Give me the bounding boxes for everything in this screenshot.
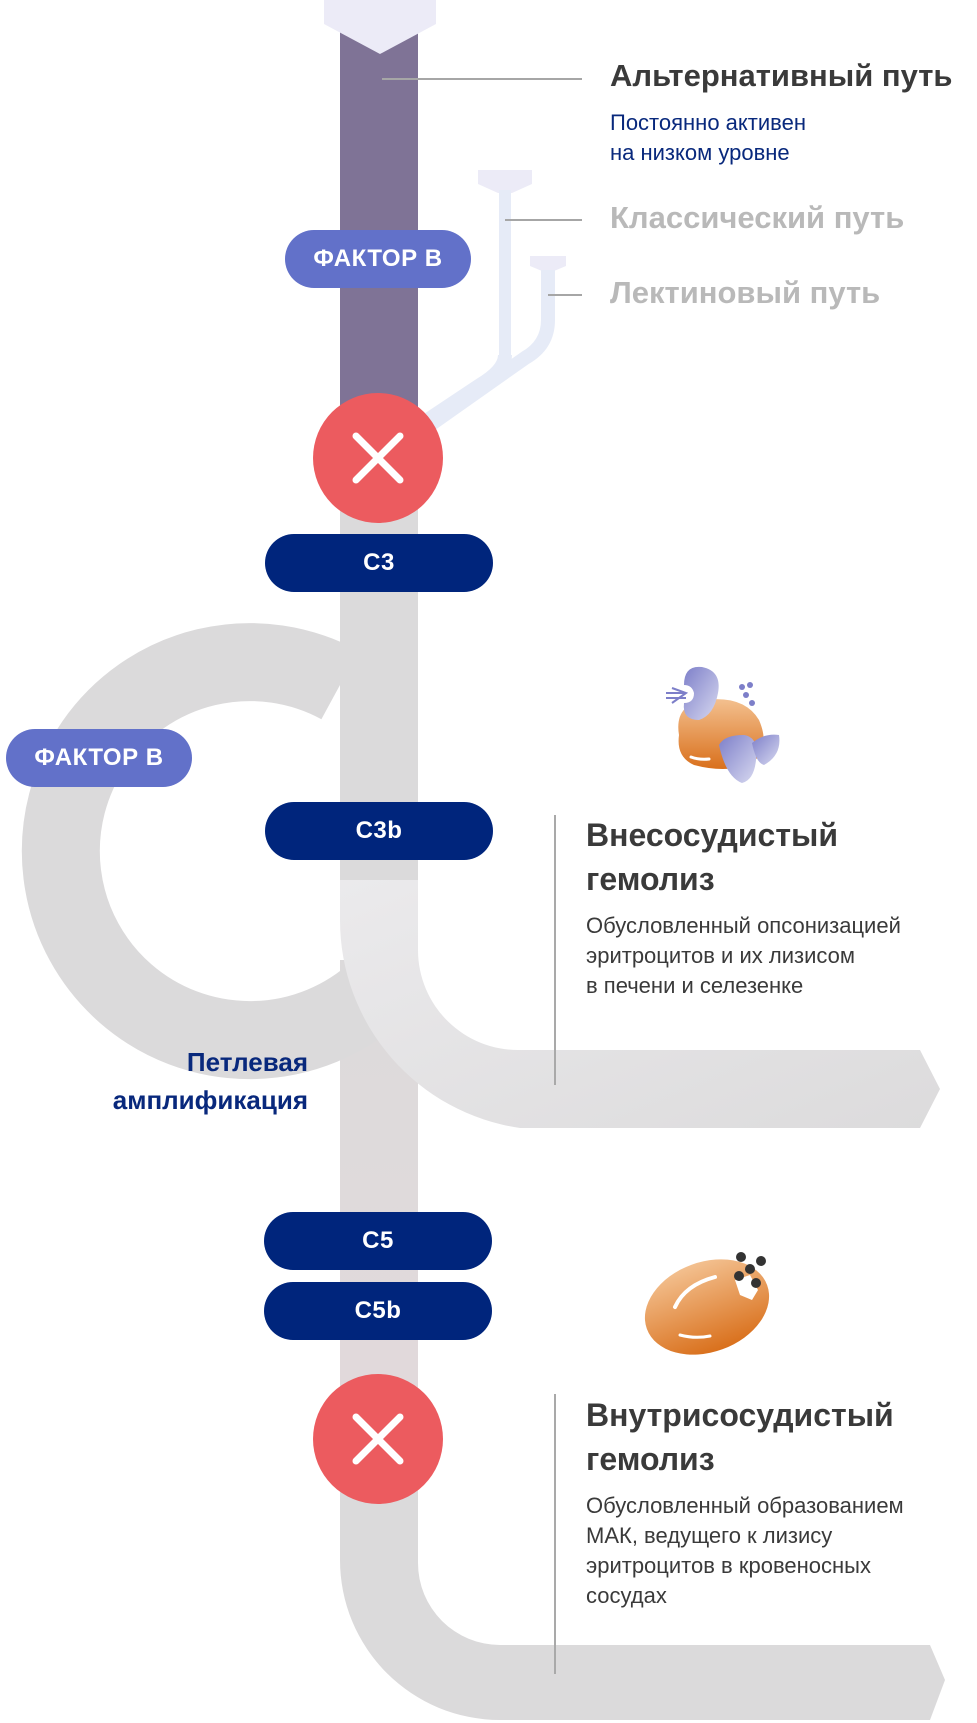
middle-branch-pipe <box>339 880 940 1128</box>
outcome-desc-line: эритроцитов в кровеносных <box>586 1553 871 1578</box>
outcome-title: Внутрисосудистый гемолиз <box>586 1393 966 1481</box>
block-circle-bottom <box>313 1374 443 1504</box>
loop-label-line: Петлевая <box>186 1047 308 1077</box>
block-circle-top <box>313 393 443 523</box>
outcome-description: Обусловленный опсонизацией эритроцитов и… <box>586 911 966 1001</box>
extravascular-divider <box>554 815 556 1085</box>
intravascular-divider <box>554 1394 556 1674</box>
extravascular-hemolysis-block: Внесосудистый гемолиз Обусловленный опсо… <box>586 813 966 1001</box>
factor-b-top-pill: ФАКТОР B <box>285 230 471 288</box>
intravascular-hemolysis-block: Внутрисосудистый гемолиз Обусловленный о… <box>586 1393 966 1611</box>
subtitle-line: на низком уровне <box>610 140 790 165</box>
outcome-desc-line: Обусловленный образованием <box>586 1493 904 1518</box>
alternative-pathway-pipe <box>324 0 436 420</box>
alternative-connector-line <box>382 78 582 80</box>
loop-amplification-label: Петлевая амплификация <box>60 1043 308 1119</box>
outcome-desc-line: Обусловленный опсонизацией <box>586 913 901 938</box>
outcome-title: Внесосудистый гемолиз <box>586 813 966 901</box>
classical-lectin-branches <box>416 170 566 431</box>
close-icon <box>352 432 404 484</box>
c3-pill: C3 <box>265 534 493 592</box>
factor-b-loop-pill: ФАКТОР B <box>6 729 192 787</box>
subtitle-line: Постоянно активен <box>610 110 806 135</box>
classical-pathway-title: Классический путь <box>610 200 905 235</box>
alternative-pathway-title: Альтернативный путь <box>610 58 953 93</box>
lectin-connector-line <box>548 294 582 296</box>
outcome-desc-line: МАК, ведущего к лизису <box>586 1523 833 1548</box>
close-icon <box>352 1413 404 1465</box>
amplification-loop <box>21 623 405 1080</box>
organs-icon <box>666 666 780 783</box>
outcome-desc-line: в печени и селезенке <box>586 973 804 998</box>
outcome-title-line: Внутрисосудистый <box>586 1397 894 1433</box>
c3b-pill: C3b <box>265 802 493 860</box>
outcome-desc-line: эритроцитов и их лизисом <box>586 943 855 968</box>
c5b-pill: C5b <box>264 1282 492 1340</box>
erythrocyte-icon <box>644 1252 770 1355</box>
alternative-pathway-subtitle: Постоянно активен на низком уровне <box>610 108 806 168</box>
classical-connector-line <box>505 219 582 221</box>
loop-label-line: амплификация <box>112 1085 308 1115</box>
c5-pill: C5 <box>264 1212 492 1270</box>
outcome-description: Обусловленный образованием МАК, ведущего… <box>586 1491 966 1611</box>
outcome-title-line: гемолиз <box>586 1441 715 1477</box>
outcome-title-line: Внесосудистый <box>586 817 838 853</box>
outcome-desc-line: сосудах <box>586 1583 667 1608</box>
lectin-pathway-title: Лектиновый путь <box>610 275 881 310</box>
outcome-title-line: гемолиз <box>586 861 715 897</box>
